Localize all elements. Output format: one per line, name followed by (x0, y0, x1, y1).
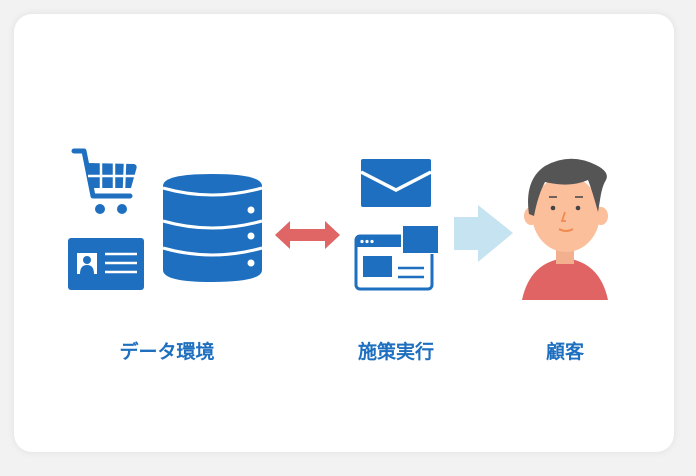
customer-label: 顧客 (545, 341, 584, 363)
mail-icon (360, 159, 432, 207)
web-page-icon (354, 225, 439, 291)
data-environment-label: データ環境 (119, 341, 215, 363)
right-arrow-icon (454, 205, 513, 262)
bidirectional-arrow-icon (275, 221, 340, 249)
shopping-cart-icon (71, 148, 137, 214)
id-card-icon (68, 238, 144, 290)
database-icon (162, 174, 263, 282)
customer-avatar-icon (522, 158, 608, 300)
execution-label: 施策実行 (357, 341, 434, 363)
